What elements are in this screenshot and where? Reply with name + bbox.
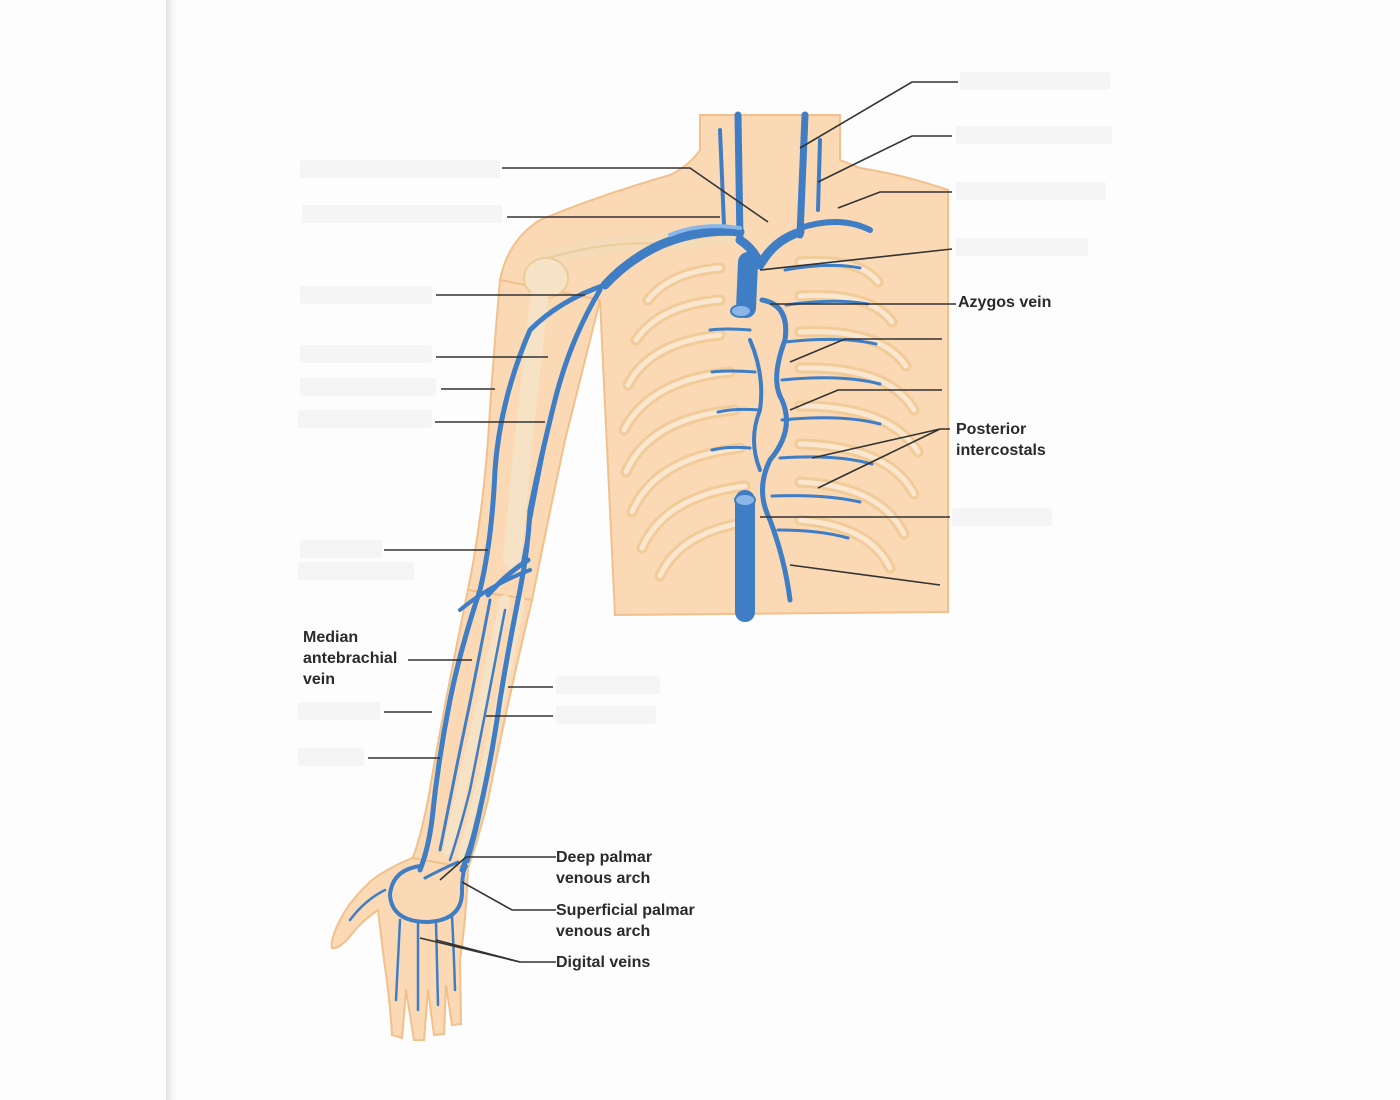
- blank-label: [298, 562, 414, 580]
- blank-label: [298, 410, 432, 428]
- blank-label: [300, 345, 432, 363]
- superior-vena-cava: [746, 262, 748, 308]
- blank-label: [960, 72, 1110, 90]
- blank-label: [556, 676, 660, 694]
- blank-label: [298, 748, 364, 766]
- label-median-antebrachial-vein: Median antebrachial vein: [303, 627, 397, 690]
- blank-label: [302, 205, 502, 223]
- label-posterior-intercostals: Posterior intercostals: [956, 419, 1046, 461]
- blank-label: [300, 286, 432, 304]
- blank-label: [300, 540, 382, 558]
- blank-label: [300, 378, 436, 396]
- svc-opening: [731, 305, 751, 317]
- ivc-opening: [735, 494, 755, 506]
- blank-label: [952, 508, 1052, 526]
- label-azygos-vein: Azygos vein: [958, 292, 1051, 313]
- internal-jugular-right: [800, 115, 805, 235]
- label-digital-veins: Digital veins: [556, 952, 650, 973]
- blank-label: [956, 238, 1088, 256]
- blank-label: [956, 182, 1106, 200]
- blank-label: [298, 702, 380, 720]
- external-jugular-right: [818, 140, 820, 210]
- blank-label: [556, 706, 656, 724]
- blank-label: [956, 126, 1112, 144]
- label-superficial-palmar-venous-arch: Superficial palmar venous arch: [556, 900, 695, 942]
- blank-label: [300, 160, 500, 178]
- hand: [332, 858, 468, 1040]
- internal-jugular-left: [738, 115, 740, 240]
- label-deep-palmar-venous-arch: Deep palmar venous arch: [556, 847, 652, 889]
